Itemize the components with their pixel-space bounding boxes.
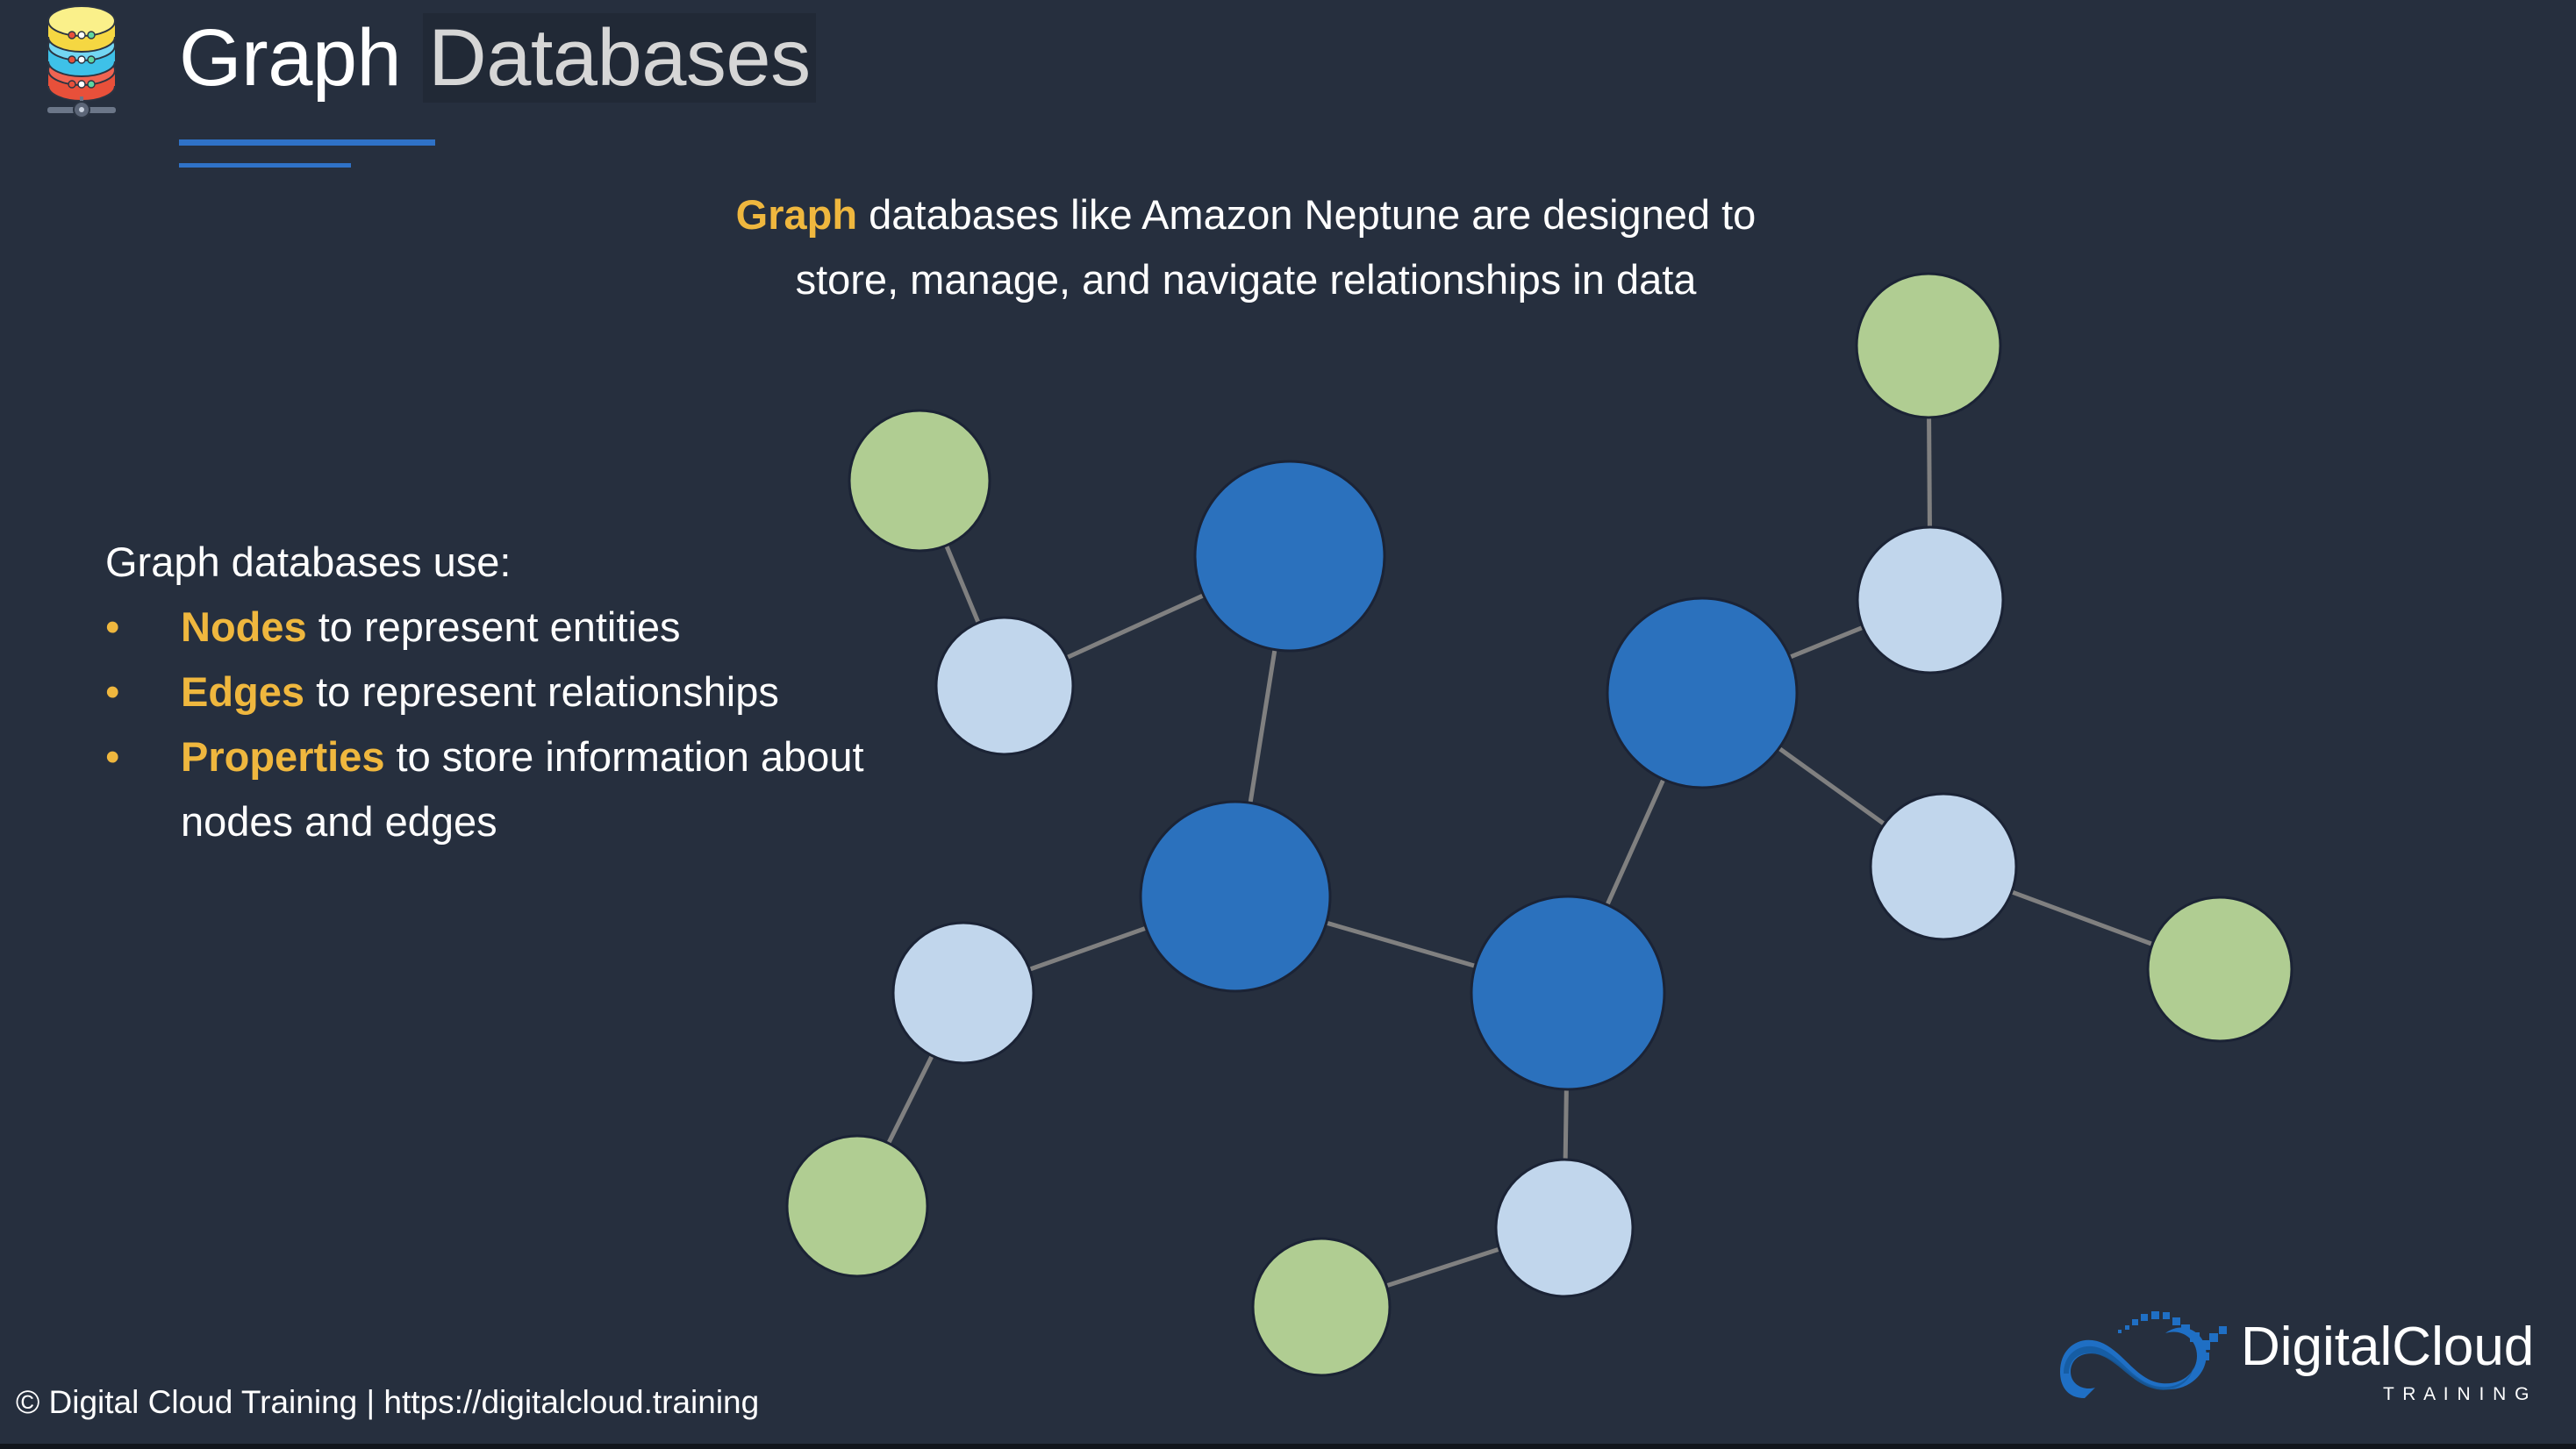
- graph-edge: [885, 1053, 935, 1146]
- graph-node: [891, 921, 1035, 1065]
- intro-highlight: Graph: [735, 191, 858, 238]
- graph-node: [785, 1134, 929, 1278]
- title-sub: Databases: [423, 13, 816, 103]
- graph-edge: [1324, 920, 1478, 969]
- list-item-rest: to represent relationships: [304, 668, 779, 715]
- graph-node: [1869, 792, 2018, 941]
- list-item: • Nodes to represent entities: [105, 595, 877, 660]
- brand-tagline: T R A I N I N G: [2383, 1384, 2530, 1404]
- bullet-list-heading: Graph databases use:: [105, 539, 512, 585]
- graph-node: [1855, 272, 2002, 419]
- graph-node: [848, 409, 991, 553]
- graph-node: [1193, 460, 1386, 653]
- list-item-rest: to represent entities: [306, 603, 681, 650]
- graph-node: [1139, 800, 1332, 993]
- infinity-mark-icon: [2060, 1327, 2207, 1398]
- graph-node: [1856, 525, 2005, 675]
- title-underline-primary: [179, 139, 435, 146]
- title-main: Graph: [179, 13, 402, 103]
- graph-edge: [1776, 745, 1887, 827]
- graph-edge: [1563, 1087, 1569, 1162]
- list-item-rest: to store information about nodes and edg…: [181, 733, 864, 845]
- list-item: • Properties to store information about …: [105, 724, 877, 854]
- digitalcloud-training-logo: DigitalCloud T R A I N I N G: [2060, 1311, 2534, 1404]
- list-item-text: Nodes to represent entities: [181, 595, 877, 660]
- list-item-term: Edges: [181, 668, 305, 715]
- pixel-dots-icon: [2118, 1311, 2227, 1360]
- graph-node: [1470, 895, 1666, 1091]
- brand-name: DigitalCloud: [2241, 1317, 2534, 1377]
- bullet-list: Graph databases use: • Nodes to represen…: [105, 530, 877, 854]
- list-item-text: Properties to store information about no…: [181, 724, 877, 854]
- graph-edge: [2009, 889, 2155, 947]
- graph-node: [1494, 1158, 1635, 1298]
- footer-copyright: © Digital Cloud Training | https://digit…: [16, 1384, 760, 1420]
- graph-edge-layer: [885, 415, 2155, 1288]
- graph-edge: [1604, 776, 1666, 908]
- graph-edge: [1248, 647, 1277, 805]
- graph-edge: [1064, 592, 1206, 660]
- graph-node: [1606, 596, 1799, 789]
- list-item-term: Properties: [181, 733, 385, 780]
- graph-node: [2146, 896, 2293, 1043]
- intro-paragraph: Graph databases like Amazon Neptune are …: [728, 182, 1764, 312]
- database-stack-icon: [47, 5, 116, 118]
- graph-node: [934, 616, 1075, 756]
- graph-edge: [1927, 415, 1932, 530]
- graph-edge: [1787, 625, 1865, 660]
- list-item-text: Edges to represent relationships: [181, 660, 877, 724]
- list-item-term: Nodes: [181, 603, 307, 650]
- bullet-dot-icon: •: [105, 603, 120, 650]
- graph-edge: [1384, 1246, 1502, 1288]
- list-item: • Edges to represent relationships: [105, 660, 877, 724]
- graph-edge: [943, 543, 982, 625]
- graph-node-layer: [785, 272, 2293, 1377]
- bullet-dot-icon: •: [105, 668, 120, 715]
- intro-rest: databases like Amazon Neptune are design…: [795, 191, 1757, 303]
- graph-node: [1251, 1237, 1392, 1377]
- title-underline-secondary: [179, 163, 351, 168]
- page-title: Graph Databases: [179, 9, 816, 114]
- graph-edge: [1027, 925, 1148, 973]
- bullet-dot-icon: •: [105, 733, 120, 780]
